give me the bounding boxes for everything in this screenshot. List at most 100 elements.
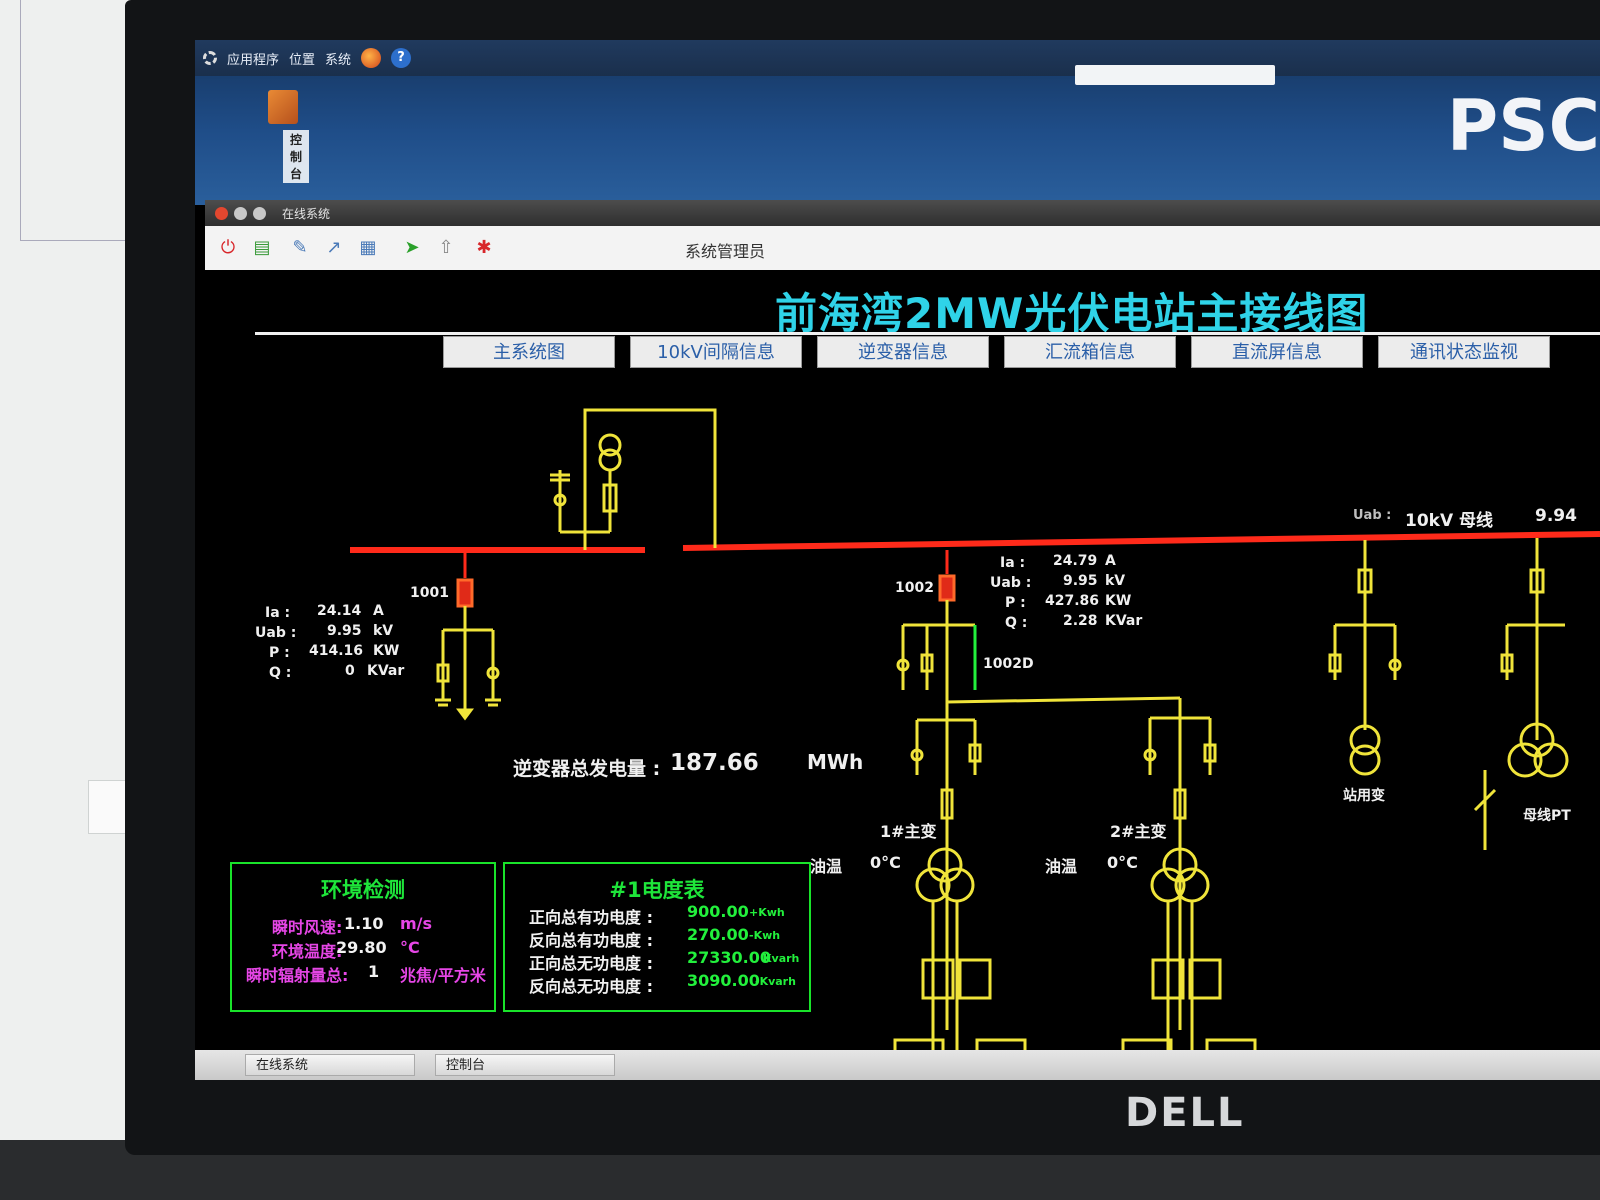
env-wind-label: 瞬时风速: bbox=[272, 918, 343, 937]
meter-row-4-unit: -Kvarh bbox=[755, 975, 796, 988]
desktop-icon-label: 控制台 bbox=[283, 130, 309, 183]
feeder-1001-q-value: 0 bbox=[345, 663, 355, 679]
tab-dc-panel[interactable]: 直流屏信息 bbox=[1191, 336, 1363, 368]
tab-comm-status[interactable]: 通讯状态监视 bbox=[1378, 336, 1550, 368]
desktop-search-field[interactable] bbox=[1075, 65, 1275, 85]
close-icon[interactable] bbox=[215, 206, 228, 220]
feeder-1001-q-label: Q : bbox=[269, 665, 292, 681]
meter-row-3-unit: Kvarh bbox=[763, 952, 800, 965]
window-title: 在线系统 bbox=[282, 206, 331, 221]
env-wind-value: 1.10 bbox=[344, 914, 384, 933]
feeder-1002-p-label: P : bbox=[1005, 595, 1026, 611]
desktop-top-panel: 应用程序 位置 系统 ? bbox=[195, 40, 1600, 76]
feeder-1002-ia-value: 24.79 bbox=[1053, 553, 1098, 569]
env-radiation-unit: 兆焦/平方米 bbox=[400, 966, 486, 985]
single-line-diagram bbox=[350, 408, 1600, 1070]
feeder-1001-q-unit: KVar bbox=[367, 663, 405, 679]
meter-row-2-label: 反向总有功电度 : bbox=[529, 931, 653, 950]
menu-system[interactable]: 系统 bbox=[325, 52, 352, 68]
env-wind-unit: m/s bbox=[400, 914, 433, 933]
menu-places[interactable]: 位置 bbox=[289, 52, 316, 68]
inverter-total-unit: MWh bbox=[807, 750, 864, 774]
feeder-1002-uab-value: 9.95 bbox=[1063, 573, 1098, 589]
tab-10kv-bay[interactable]: 10kV间隔信息 bbox=[630, 336, 802, 368]
meter-row-2-value: 270.00 bbox=[687, 925, 749, 944]
system-logo-icon[interactable] bbox=[203, 51, 217, 65]
console-icon bbox=[268, 90, 298, 124]
meter-row-4-value: 3090.00 bbox=[687, 971, 760, 990]
window-titlebar[interactable]: 在线系统 bbox=[205, 200, 1600, 226]
print-icon[interactable]: ▦ bbox=[359, 237, 377, 258]
feeder-1001-p-value: 414.16 bbox=[309, 643, 364, 659]
menu-applications[interactable]: 应用程序 bbox=[227, 52, 280, 68]
meter-row-2-unit: -Kwh bbox=[749, 929, 781, 942]
bus-uab-label: Uab : bbox=[1353, 508, 1392, 523]
env-temp-value: 29.80 bbox=[336, 938, 387, 957]
feeder-1002-uab-label: Uab : bbox=[990, 575, 1032, 591]
env-radiation-label: 瞬时辐射量总: bbox=[246, 966, 349, 985]
transformer-1-branch bbox=[893, 718, 1027, 1070]
inverter-total-value: 187.66 bbox=[670, 750, 759, 776]
feeder-1001-ia-unit: A bbox=[373, 603, 384, 619]
tab-inverter[interactable]: 逆变器信息 bbox=[817, 336, 989, 368]
alarm-icon[interactable]: ✱ bbox=[476, 237, 492, 258]
feeder-1002-id: 1002 bbox=[895, 580, 934, 596]
feeder-1002-p-value: 427.86 bbox=[1045, 593, 1100, 609]
edit-icon[interactable]: ✎ bbox=[292, 237, 308, 258]
diagram-canvas: 前海湾2MW光伏电站主接线图 主系统图 10kV间隔信息 逆变器信息 汇流箱信息… bbox=[205, 270, 1600, 1070]
wall-frame bbox=[20, 0, 132, 241]
meter-row-1-value: 900.00 bbox=[687, 902, 749, 921]
up-icon[interactable]: ⇧ bbox=[438, 237, 454, 258]
ground-switch-1002d: 1002D bbox=[983, 656, 1034, 672]
minimize-icon[interactable] bbox=[234, 206, 247, 220]
tab-main-system[interactable]: 主系统图 bbox=[443, 336, 615, 368]
document-icon[interactable]: ▤ bbox=[253, 237, 271, 258]
feeder-1002-ia-label: Ia : bbox=[1000, 555, 1026, 571]
energy-meter-panel: #1电度表 正向总有功电度 : 900.00 +Kwh 反向总有功电度 : 27… bbox=[503, 862, 811, 1012]
bus-pt-branch bbox=[1473, 538, 1569, 850]
env-temp-label: 环境温度: bbox=[272, 942, 343, 961]
current-user: 系统管理员 bbox=[685, 242, 766, 261]
meter-row-3-value: 27330.00 bbox=[687, 948, 772, 967]
monitor-brand: DELL bbox=[1125, 1090, 1245, 1136]
feeder-1001-uab-unit: kV bbox=[373, 623, 394, 639]
taskbar-online-system[interactable]: 在线系统 bbox=[245, 1054, 415, 1076]
title-divider bbox=[255, 332, 1600, 335]
exit-icon[interactable]: ⏻ bbox=[220, 237, 236, 258]
feeder-1001 bbox=[435, 553, 501, 721]
meter-row-1-unit: +Kwh bbox=[749, 906, 785, 919]
feeder-1002-uab-unit: kV bbox=[1105, 573, 1126, 589]
link-icon[interactable]: ↗ bbox=[326, 237, 342, 258]
feeder-1001-uab-label: Uab : bbox=[255, 625, 297, 641]
help-icon[interactable]: ? bbox=[391, 48, 412, 68]
meter-title: #1电度表 bbox=[609, 878, 705, 902]
feeder-1001-ia-label: Ia : bbox=[265, 605, 291, 621]
env-temp-unit: °C bbox=[400, 938, 420, 957]
meter-row-1-label: 正向总有功电度 : bbox=[529, 908, 653, 927]
transformer-2-oil-value: 0°C bbox=[1107, 853, 1138, 872]
inverter-total-label: 逆变器总发电量 : bbox=[513, 758, 661, 780]
meter-row-3-label: 正向总无功电度 : bbox=[529, 954, 653, 973]
firefox-icon[interactable] bbox=[361, 48, 382, 68]
environment-title: 环境检测 bbox=[321, 878, 405, 902]
brand-logo: PSC bbox=[1446, 85, 1600, 167]
station-transformer-branch bbox=[1328, 540, 1402, 776]
screen: 应用程序 位置 系统 ? 控制台 PSC 在线系统 ⏻ ▤ ✎ ↗ ▦ ➤ ⇧ … bbox=[195, 40, 1600, 1080]
feeder-1001-p-unit: KW bbox=[373, 643, 400, 659]
transformer-1-name: 1#主变 bbox=[880, 822, 937, 841]
app-toolbar: ⏻ ▤ ✎ ↗ ▦ ➤ ⇧ ✱ 系统管理员 bbox=[205, 226, 1600, 271]
taskbar-console[interactable]: 控制台 bbox=[435, 1054, 615, 1076]
bus-coupler-frame bbox=[550, 408, 717, 550]
feeder-1002-q-label: Q : bbox=[1005, 615, 1028, 631]
maximize-icon[interactable] bbox=[253, 206, 266, 220]
transformer-1-oil-value: 0°C bbox=[870, 853, 901, 872]
desktop-background: 应用程序 位置 系统 ? 控制台 PSC bbox=[195, 40, 1600, 205]
feeder-1002 bbox=[896, 550, 1182, 1030]
desktop-icon-console[interactable]: 控制台 bbox=[257, 90, 309, 183]
tab-combiner-box[interactable]: 汇流箱信息 bbox=[1004, 336, 1176, 368]
forward-icon[interactable]: ➤ bbox=[404, 237, 420, 258]
feeder-1001-p-label: P : bbox=[269, 645, 290, 661]
station-transformer-label: 站用变 bbox=[1343, 788, 1385, 804]
transformer-2-branch bbox=[1121, 716, 1257, 1070]
bus-pt-label: 母线PT bbox=[1523, 808, 1571, 824]
